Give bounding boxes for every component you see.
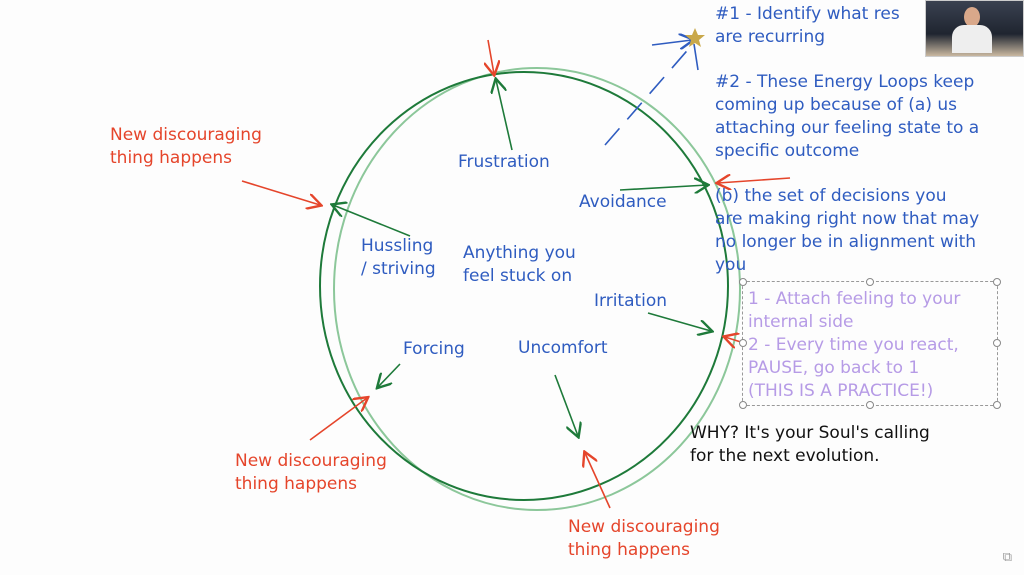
dashed-line-to-star	[604, 44, 693, 146]
note-step1: #1 - Identify what res are recurring	[715, 4, 900, 47]
label-hussling: Hussling / striving	[361, 236, 436, 279]
note-step2: #2 - These Energy Loops keep coming up b…	[715, 72, 980, 161]
label-irritation: Irritation	[594, 291, 668, 311]
selected-textbox[interactable]	[739, 278, 1001, 409]
red-arrow-top	[488, 39, 494, 74]
label-frustration: Frustration	[458, 152, 550, 172]
loop-circle-outer	[333, 67, 741, 511]
discouraging-label-1: New discouraging thing happens	[110, 125, 262, 168]
note-step2b: (b) the set of decisions you are making …	[715, 186, 980, 275]
arrow-avoidance	[619, 185, 707, 190]
arrow-forcing	[378, 363, 401, 387]
label-avoidance: Avoidance	[579, 192, 667, 212]
red-arrow-bottom-left	[309, 398, 367, 441]
star-icon	[685, 28, 705, 47]
discouraging-label-2: New discouraging thing happens	[235, 451, 387, 494]
blue-arrow-b	[693, 43, 699, 71]
loop-circle-inner	[319, 71, 729, 501]
arrow-uncomfort	[554, 374, 578, 436]
label-center: Anything you feel stuck on	[463, 243, 576, 286]
webcam-overlay	[925, 0, 1024, 57]
label-forcing: Forcing	[403, 339, 465, 359]
red-arrow-bottom	[585, 453, 611, 509]
red-arrow-right	[718, 178, 791, 183]
note-why: WHY? It's your Soul's calling for the ne…	[690, 423, 930, 466]
blue-arrow-a	[651, 40, 692, 45]
expand-icon[interactable]: ⧉	[1002, 550, 1012, 565]
arrow-hussling	[333, 205, 411, 237]
note-practice[interactable]: 1 - Attach feeling to your internal side…	[748, 289, 961, 401]
arrow-frustration	[496, 80, 513, 151]
label-uncomfort: Uncomfort	[518, 338, 608, 358]
discouraging-label-3: New discouraging thing happens	[568, 517, 720, 560]
arrow-irritation	[647, 312, 711, 331]
red-arrow-left	[241, 180, 320, 205]
